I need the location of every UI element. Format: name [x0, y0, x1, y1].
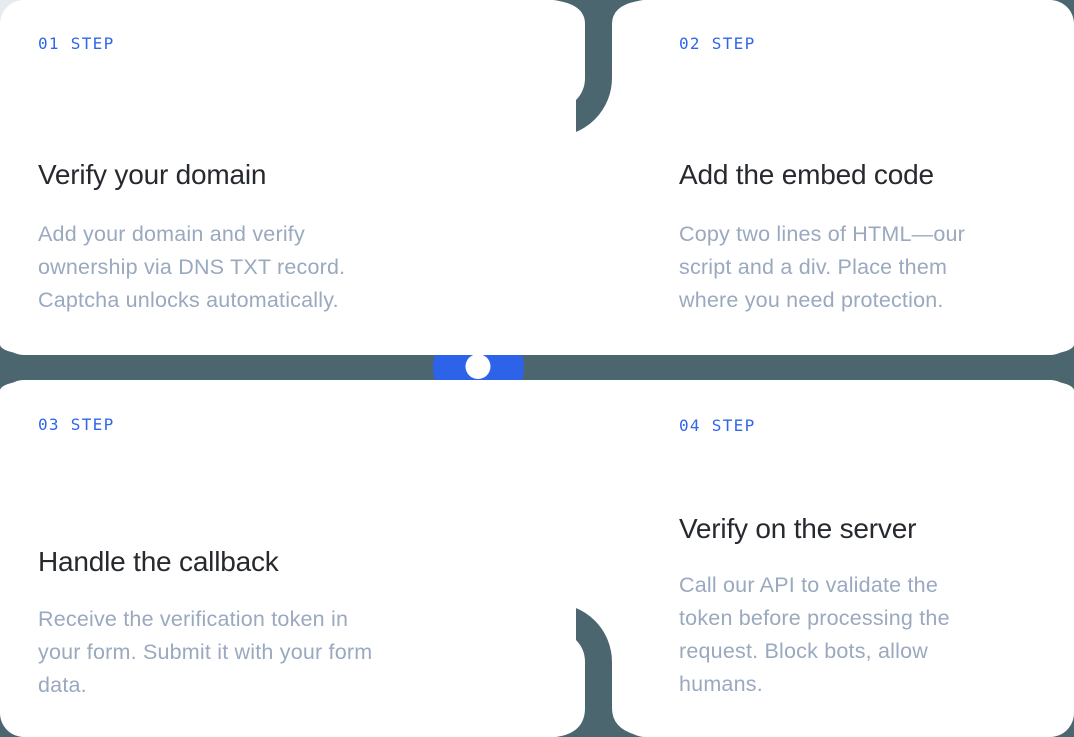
step-card-4: 04 STEP Verify on the server Call our AP… [621, 380, 1074, 737]
step-card-1: 01 STEP Verify your domain Add your doma… [0, 0, 576, 355]
step-description: Call our API to validate the token befor… [679, 573, 950, 696]
step-title: Add the embed code [679, 159, 934, 190]
horizontal-connector-band [0, 355, 1074, 380]
step-card-3: 03 STEP Handle the callback Receive the … [0, 380, 576, 737]
step-description: Receive the verification token in your f… [38, 607, 373, 697]
step-number-label: 01 STEP [38, 34, 115, 53]
step-description: Add your domain and verify ownership via… [38, 222, 346, 312]
step-number-label: 02 STEP [679, 34, 756, 53]
step-number-label: 03 STEP [38, 415, 115, 434]
step-title: Verify your domain [38, 159, 267, 190]
center-node-hole [465, 354, 491, 379]
step-description: Copy two lines of HTML—our script and a … [679, 222, 965, 312]
step-title: Verify on the server [679, 513, 917, 544]
step-card-2: 02 STEP Add the embed code Copy two line… [621, 0, 1074, 355]
step-number-label: 04 STEP [679, 416, 756, 435]
step-title: Handle the callback [38, 546, 279, 577]
